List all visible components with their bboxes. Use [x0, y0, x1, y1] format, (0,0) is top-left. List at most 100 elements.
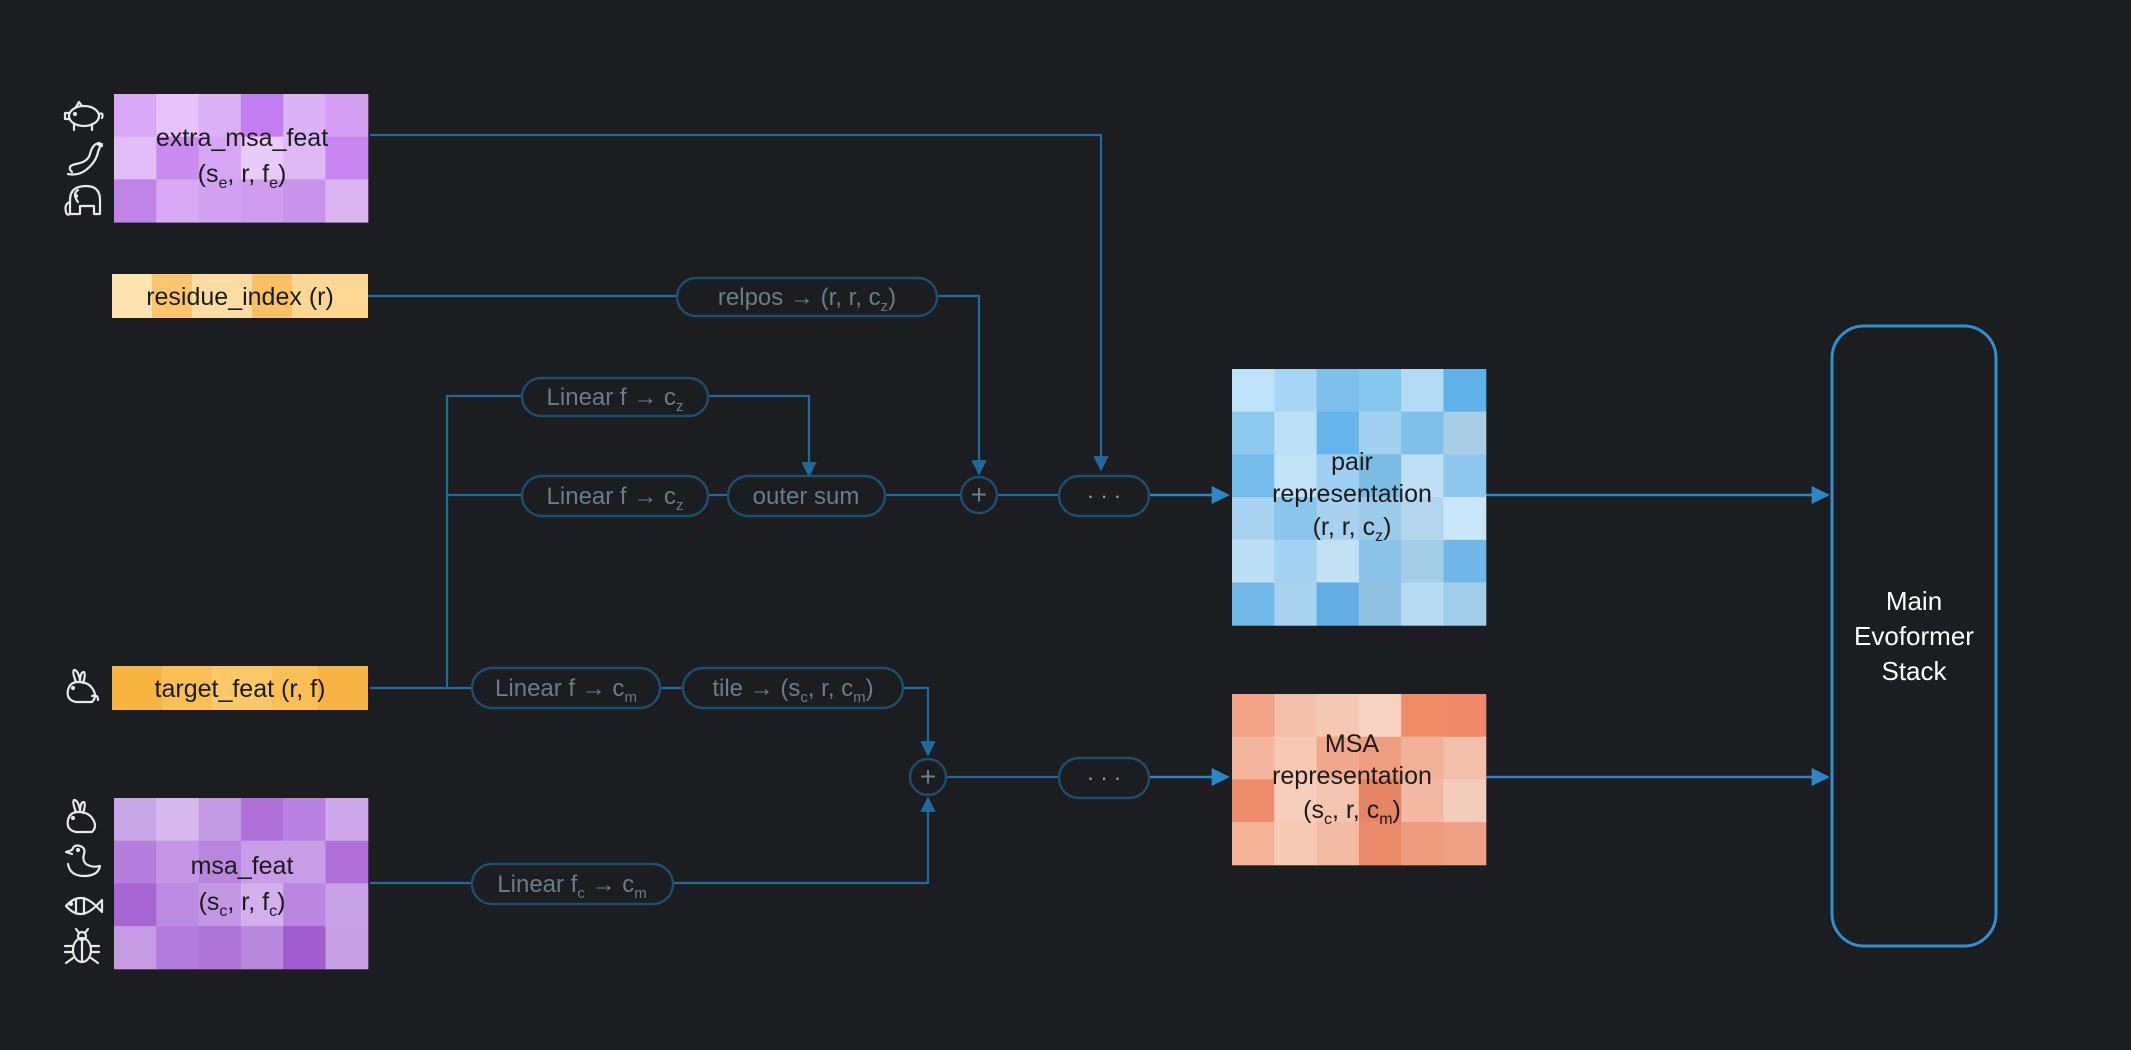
grid-cell: [1316, 779, 1360, 823]
grid-cell: [1358, 822, 1402, 866]
grid-cell: [1401, 497, 1444, 541]
grid-cell: [1274, 582, 1318, 626]
grid-cell: [156, 883, 200, 927]
grid-cell: [1358, 539, 1402, 583]
grid-cell: [156, 926, 200, 970]
duck-icon: [64, 844, 102, 878]
outer-sum-pill: [726, 474, 887, 518]
grid-cell: [283, 883, 326, 927]
grid-cell: [114, 179, 157, 223]
op-labels: relpos → (r, r, cz) Linear f → cz Linear…: [495, 284, 1121, 902]
grid-cell: [1358, 779, 1402, 823]
evoformer-block: Main Evoformer Stack: [1830, 324, 1998, 948]
grid-cell: [325, 926, 369, 970]
grid-cell: [283, 840, 326, 884]
species-icons: [63, 100, 104, 965]
linear-fcm-pill: [470, 862, 675, 906]
fish-icon: [64, 896, 104, 916]
grid-cell: [198, 179, 242, 223]
msa-rep-labels: MSA representation (sc, r, cm): [1272, 730, 1432, 828]
edge-linear-top-to-outer-sum: [708, 394, 817, 478]
output-arrows: [1149, 485, 1830, 787]
grid-cell: [1401, 369, 1444, 413]
pair-representation-block: [1232, 369, 1487, 626]
msa-ellipsis: · · ·: [1087, 765, 1121, 790]
tile-label: tile → (sc, r, cm): [712, 675, 873, 706]
grid-cell: [1443, 411, 1487, 455]
grid-cell: [283, 798, 326, 842]
pair-rep-labels: pair representation (r, r, cz): [1272, 448, 1432, 545]
grid-cell: [156, 94, 200, 138]
outer-sum-label: outer sum: [753, 483, 860, 510]
grid-cell: [198, 94, 242, 138]
edge-target-trunk: [370, 394, 522, 690]
grid-cell: [1232, 497, 1275, 541]
grid-cell: [1358, 582, 1402, 626]
pig-icon: [63, 100, 104, 132]
grid-cell: [114, 94, 157, 138]
edge-tile-to-plus: [903, 686, 936, 757]
msa-feat-dims: (sc, r, fc): [199, 888, 286, 920]
grid-cell: [240, 136, 284, 180]
grid-cell: [1232, 369, 1275, 413]
grid-cell: [1358, 497, 1402, 541]
rabbit-icon: [66, 798, 97, 834]
grid-cell: [325, 94, 369, 138]
bug-icon: [63, 927, 101, 965]
edge-linear-fc-to-plus: [673, 796, 936, 885]
evoformer-line1: Main: [1886, 586, 1942, 616]
grid-cell: [1316, 582, 1360, 626]
grid-cell: [1401, 779, 1444, 823]
grid-cell: [198, 798, 242, 842]
connector-lines: [368, 133, 1109, 885]
grid-cell: [1316, 411, 1360, 455]
grid-cell: [1316, 822, 1360, 866]
plus-node-msa: [908, 757, 948, 797]
grid-cell: [1443, 822, 1487, 866]
linear-fm-pill: [470, 666, 662, 710]
grid-cell: [1401, 454, 1444, 498]
grid-cell: [283, 179, 326, 223]
grid-cell: [1232, 779, 1275, 823]
grid-cell: [1232, 694, 1275, 738]
msa-feat-label: msa_feat: [191, 852, 294, 880]
grid-cell: [114, 883, 157, 927]
grid-cell: [325, 798, 369, 842]
pair-ellipsis-pill: [1057, 474, 1151, 518]
linear-fcm-label: Linear fc → cm: [497, 871, 646, 902]
extra-msa-feat-label: extra_msa_feat: [156, 124, 328, 152]
grid-cell: [1443, 369, 1487, 413]
grid-cell: [240, 94, 284, 138]
grid-cell: [325, 840, 369, 884]
grid-cell: [114, 798, 157, 842]
grid-cell: [1274, 736, 1318, 780]
grid-cell: [1232, 539, 1275, 583]
grid-cell: [1274, 822, 1318, 866]
grid-cell: [1401, 694, 1444, 738]
grid-cell: [114, 136, 157, 180]
grid-cell: [240, 883, 284, 927]
grid-cell: [1232, 822, 1275, 866]
op-pills: [470, 276, 1151, 906]
grid-cell: [1443, 779, 1487, 823]
grid-cell: [1358, 411, 1402, 455]
grid-cell: [283, 926, 326, 970]
grid-cell: [1358, 694, 1402, 738]
grid-cell: [1316, 454, 1360, 498]
grid-cell: [240, 179, 284, 223]
evoformer-line2: Evoformer: [1854, 621, 1974, 651]
grid-cell: [1274, 454, 1318, 498]
grid-cell: [325, 179, 369, 223]
grid-cell: [240, 798, 284, 842]
grid-cell: [156, 840, 200, 884]
grid-cell: [240, 840, 284, 884]
grid-cell: [1232, 736, 1275, 780]
pair-rep-dims: (r, r, cz): [1313, 513, 1392, 545]
residue-index-label: residue_index (r): [146, 283, 334, 311]
msa-rep-line2: representation: [1272, 762, 1432, 790]
grid-cell: [1232, 582, 1275, 626]
grid-cell: [1232, 411, 1275, 455]
grid-cell: [1274, 497, 1318, 541]
grid-cell: [1443, 736, 1487, 780]
